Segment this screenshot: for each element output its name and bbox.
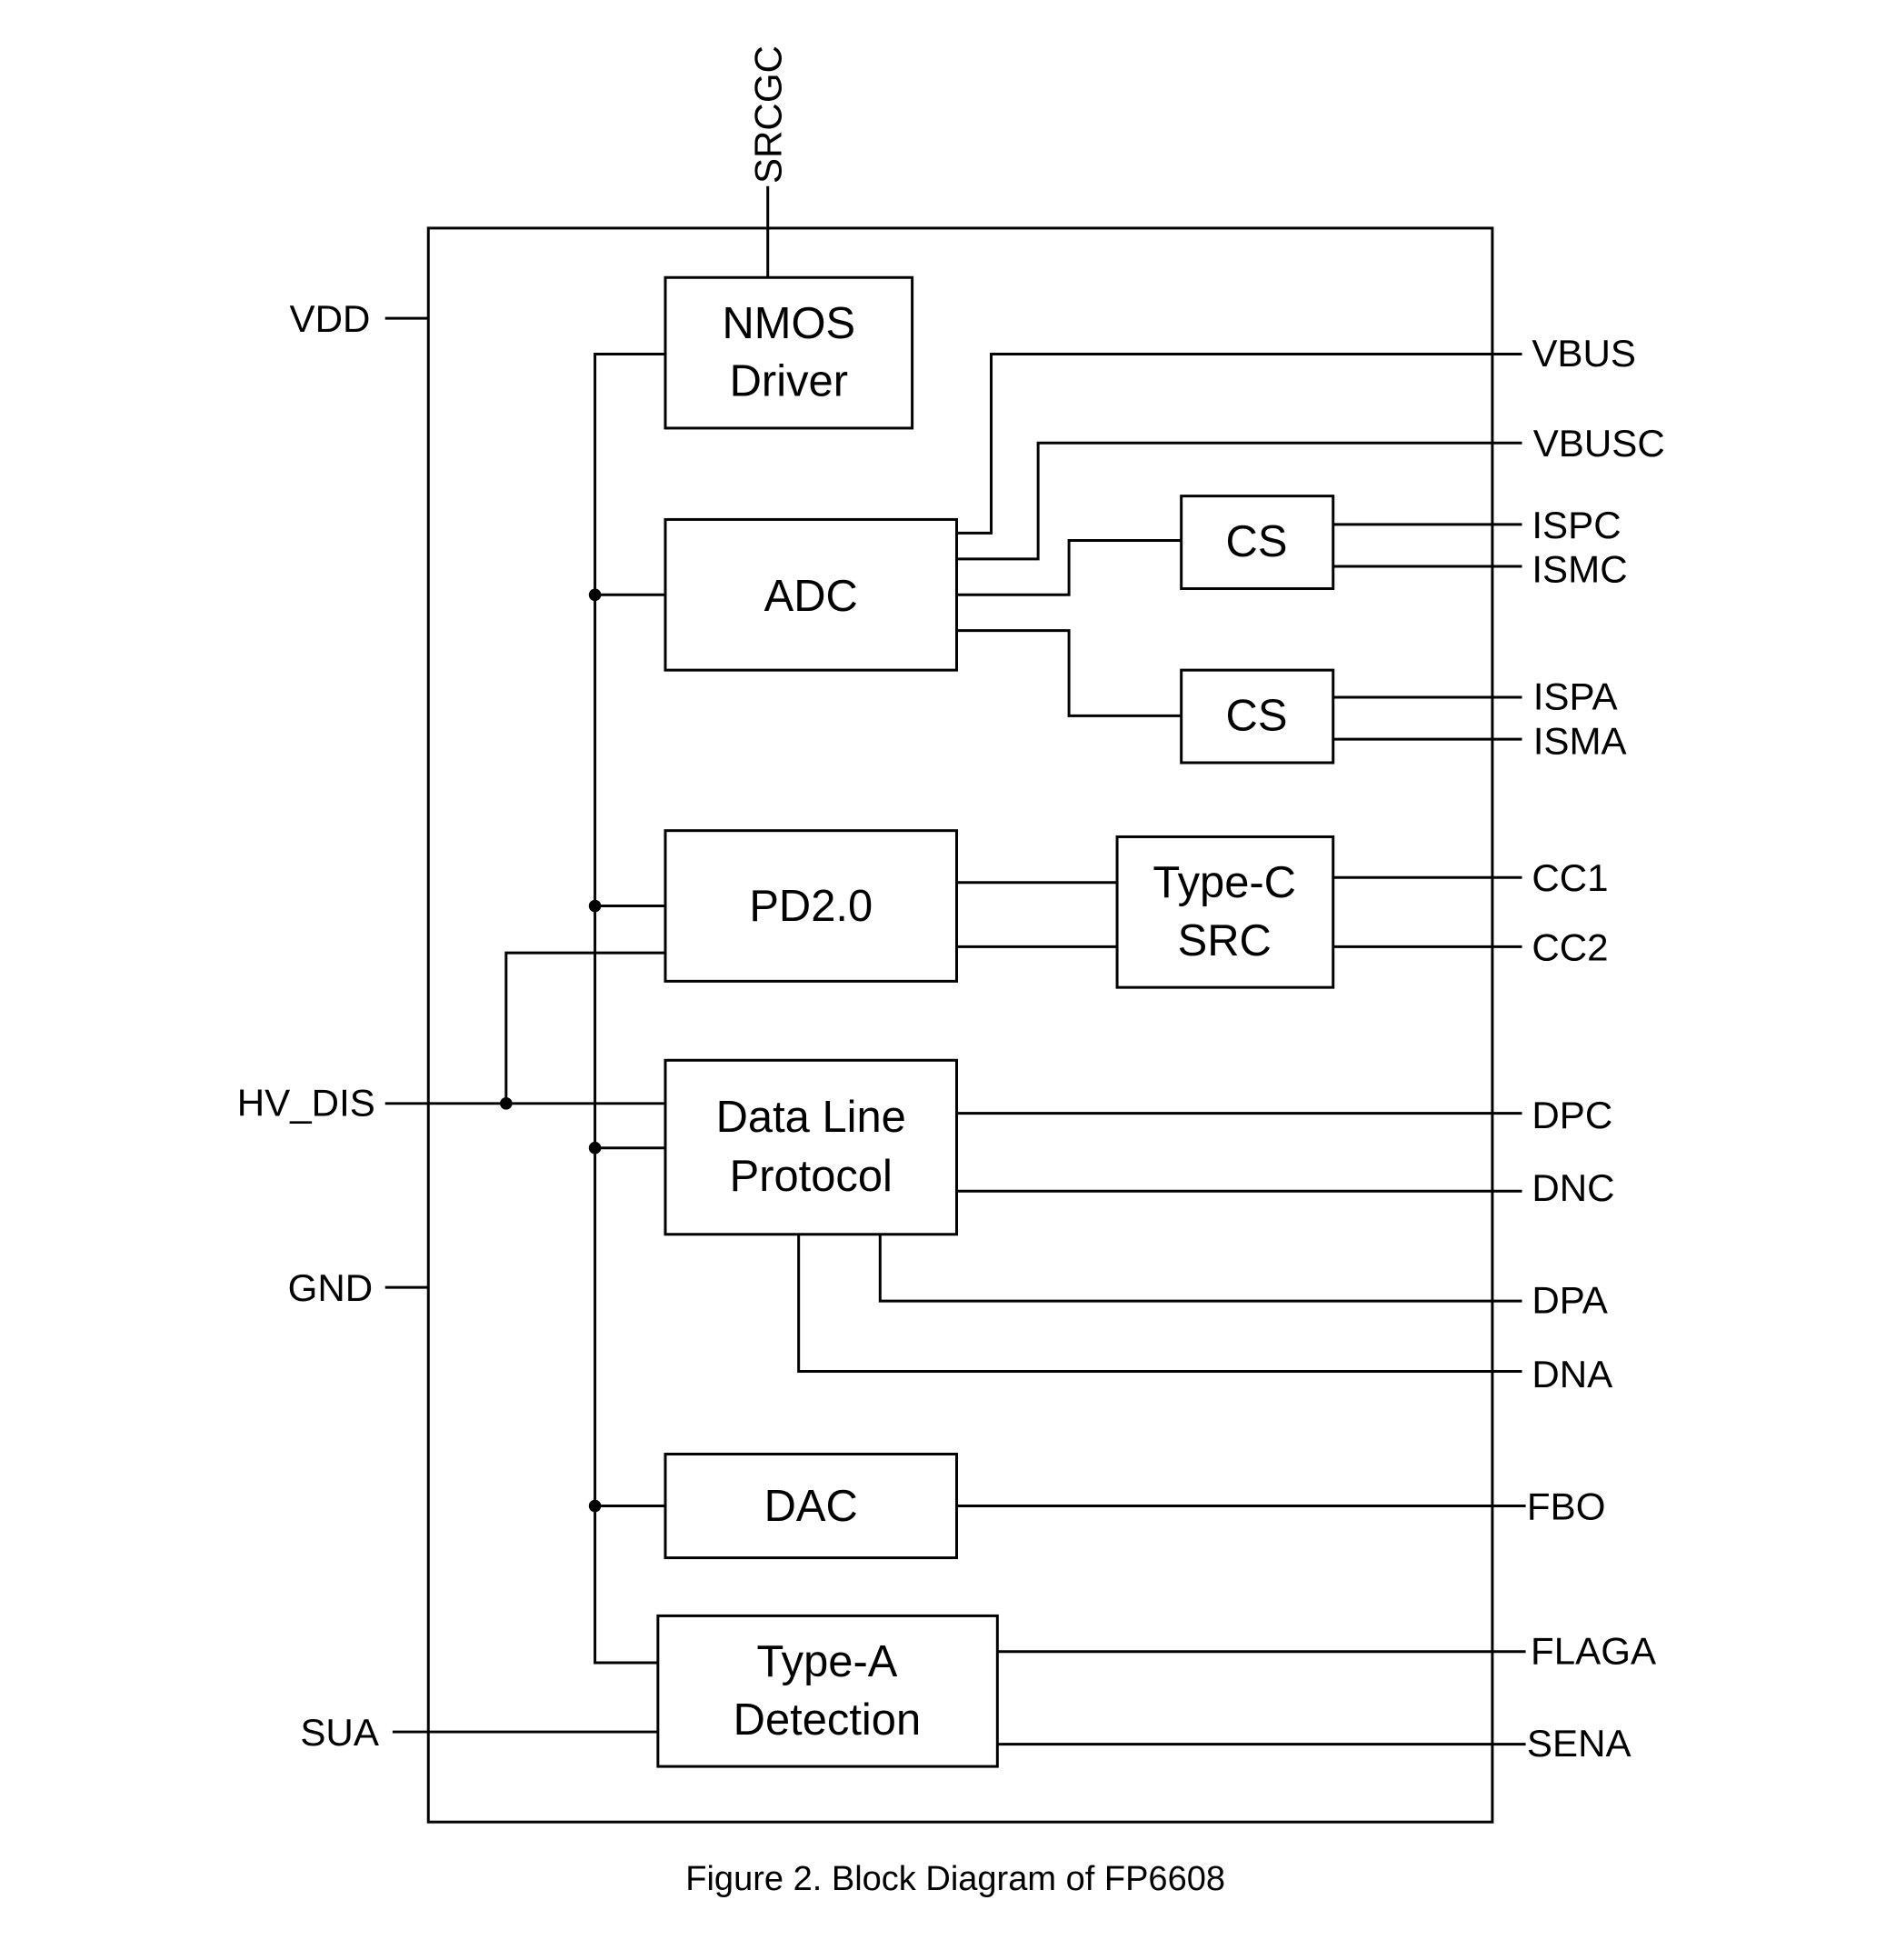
block-dac: DAC: [664, 1453, 959, 1560]
junction-dot: [588, 1141, 602, 1155]
svg-text:Type-A: Type-A: [756, 1637, 897, 1686]
block-type-a-detection: Type-A Detection: [656, 1614, 999, 1768]
pin-vdd: VDD: [290, 297, 371, 340]
pin-sua: SUA: [300, 1711, 379, 1754]
svg-text:DAC: DAC: [764, 1482, 858, 1531]
pin-cc2: CC2: [1532, 925, 1608, 968]
pin-dna: DNA: [1532, 1353, 1612, 1395]
junction-dot: [588, 899, 602, 913]
pin-sena: SENA: [1527, 1722, 1632, 1765]
svg-text:Protocol: Protocol: [730, 1152, 893, 1201]
pin-vbusc: VBUSC: [1533, 422, 1665, 465]
block-data-line-protocol: Data Line Protocol: [664, 1058, 959, 1236]
pin-dpc: DPC: [1532, 1094, 1612, 1136]
svg-text:CS: CS: [1226, 692, 1288, 741]
pin-ismc: ISMC: [1532, 548, 1627, 591]
svg-text:Driver: Driver: [730, 357, 848, 406]
junction-dot: [588, 1499, 602, 1513]
svg-text:PD2.0: PD2.0: [749, 882, 873, 931]
svg-text:Data Line: Data Line: [716, 1093, 906, 1142]
block-nmos-driver: NMOS Driver: [664, 275, 914, 430]
pin-isma: ISMA: [1533, 719, 1627, 762]
wire-hv-dis-to-pd: [504, 951, 666, 1104]
pin-dpa: DPA: [1532, 1279, 1607, 1322]
pin-ispa: ISPA: [1533, 675, 1618, 718]
pin-vbus: VBUS: [1532, 332, 1636, 375]
block-cs-c: CS: [1180, 495, 1335, 590]
wire-dpa: [878, 1234, 1522, 1303]
wire-vbusc: [956, 441, 1522, 561]
wire-dna: [797, 1234, 1522, 1374]
pin-cc1: CC1: [1532, 856, 1608, 899]
pin-gnd: GND: [288, 1266, 374, 1309]
wire-vbus: [956, 352, 1522, 535]
block-adc: ADC: [664, 517, 959, 672]
pin-srcgc: SRCGC: [747, 45, 790, 184]
figure-caption: Figure 2. Block Diagram of FP6608: [685, 1860, 1225, 1898]
junction-dot: [500, 1097, 513, 1110]
internal-bus: [594, 352, 666, 1665]
pin-flaga: FLAGA: [1531, 1629, 1656, 1672]
svg-text:Type-C: Type-C: [1153, 858, 1296, 907]
wire-adc-cs-c: [956, 539, 1182, 596]
block-typec-src: Type-C SRC: [1115, 835, 1335, 989]
svg-text:Detection: Detection: [733, 1695, 921, 1745]
svg-text:CS: CS: [1226, 517, 1288, 566]
pin-fbo: FBO: [1527, 1485, 1606, 1527]
pin-hv-dis: HV_DIS: [237, 1081, 375, 1124]
block-cs-a: CS: [1180, 668, 1335, 765]
junction-dot: [588, 588, 602, 602]
pin-dnc: DNC: [1532, 1166, 1614, 1209]
chip-outline: [426, 226, 1494, 1824]
svg-text:SRC: SRC: [1178, 916, 1272, 965]
wire-adc-cs-a: [956, 629, 1182, 717]
svg-text:ADC: ADC: [764, 572, 858, 621]
block-pd2: PD2.0: [664, 829, 959, 983]
pin-ispc: ISPC: [1532, 504, 1621, 546]
svg-text:NMOS: NMOS: [722, 299, 855, 348]
